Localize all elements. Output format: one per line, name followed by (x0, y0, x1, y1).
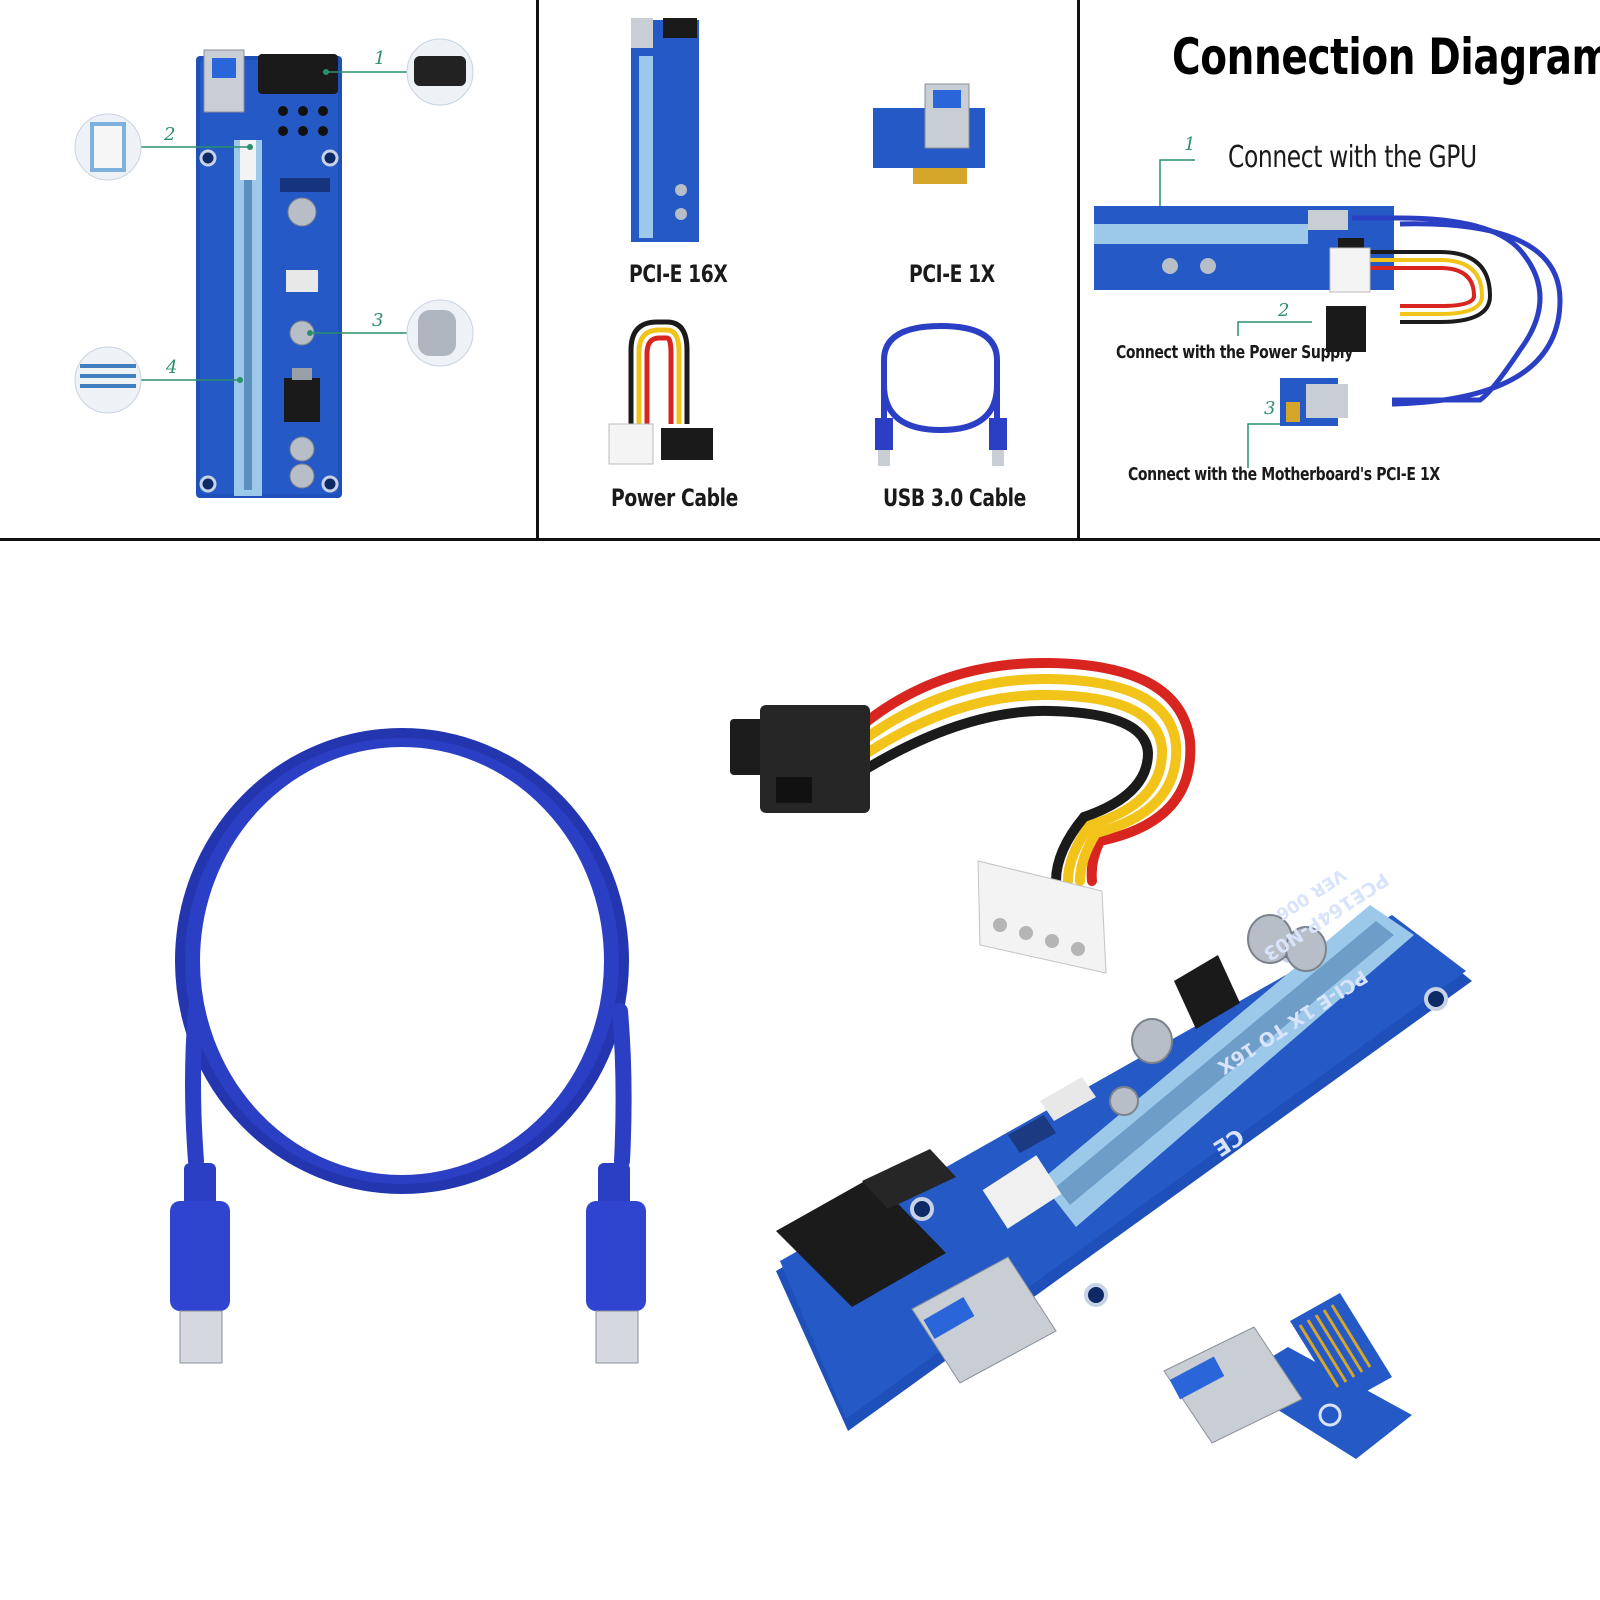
panel-riser-callouts: 1 2 3 4 (0, 0, 536, 538)
panel-connection-diagram: Connection Diagram 1 Connect with the GP… (1080, 0, 1600, 538)
diagram-title: Connection Diagram (1172, 28, 1600, 86)
diagram-step-2-text: Connect with the Power Supply (1116, 342, 1353, 363)
usb-cable-coil (170, 728, 646, 1364)
pcie-1x-label: PCI-E 1X (909, 260, 995, 288)
pcie-16x-board-icon (608, 18, 1007, 466)
power-cable-label: Power Cable (611, 484, 738, 512)
pcie-1x-adapter (1163, 1293, 1412, 1459)
sata-power-cable (730, 657, 1196, 974)
callout-3: 3 (372, 310, 384, 331)
diagram-step-3-text: Connect with the Motherboard's PCI-E 1X (1128, 464, 1440, 485)
panel-package-contents: PCI-E 16X PCI-E 1X Power Cable USB 3.0 C… (539, 0, 1077, 538)
pcie-16x-label: PCI-E 16X (629, 260, 728, 288)
panel-divider-1 (536, 0, 539, 540)
callout-1: 1 (374, 48, 386, 69)
product-photo: PCE164P-N03 VER 006 PCI-E 1X TO 16X CE (0, 541, 1600, 1600)
usb-cable-label: USB 3.0 Cable (883, 484, 1026, 512)
diagram-step-3-number: 3 (1264, 398, 1276, 419)
diagram-step-1-number: 1 (1184, 134, 1196, 155)
connection-diagram-illustration (1094, 159, 1563, 468)
riser-board-vertical (74, 38, 474, 498)
callout-4: 4 (166, 357, 178, 378)
diagram-step-2-number: 2 (1278, 300, 1290, 321)
riser-board-angled (776, 905, 1472, 1431)
top-panel-bottom-border (0, 538, 1600, 541)
panel-divider-2 (1077, 0, 1080, 540)
callout-2: 2 (164, 124, 176, 145)
diagram-step-1-text: Connect with the GPU (1228, 140, 1477, 175)
